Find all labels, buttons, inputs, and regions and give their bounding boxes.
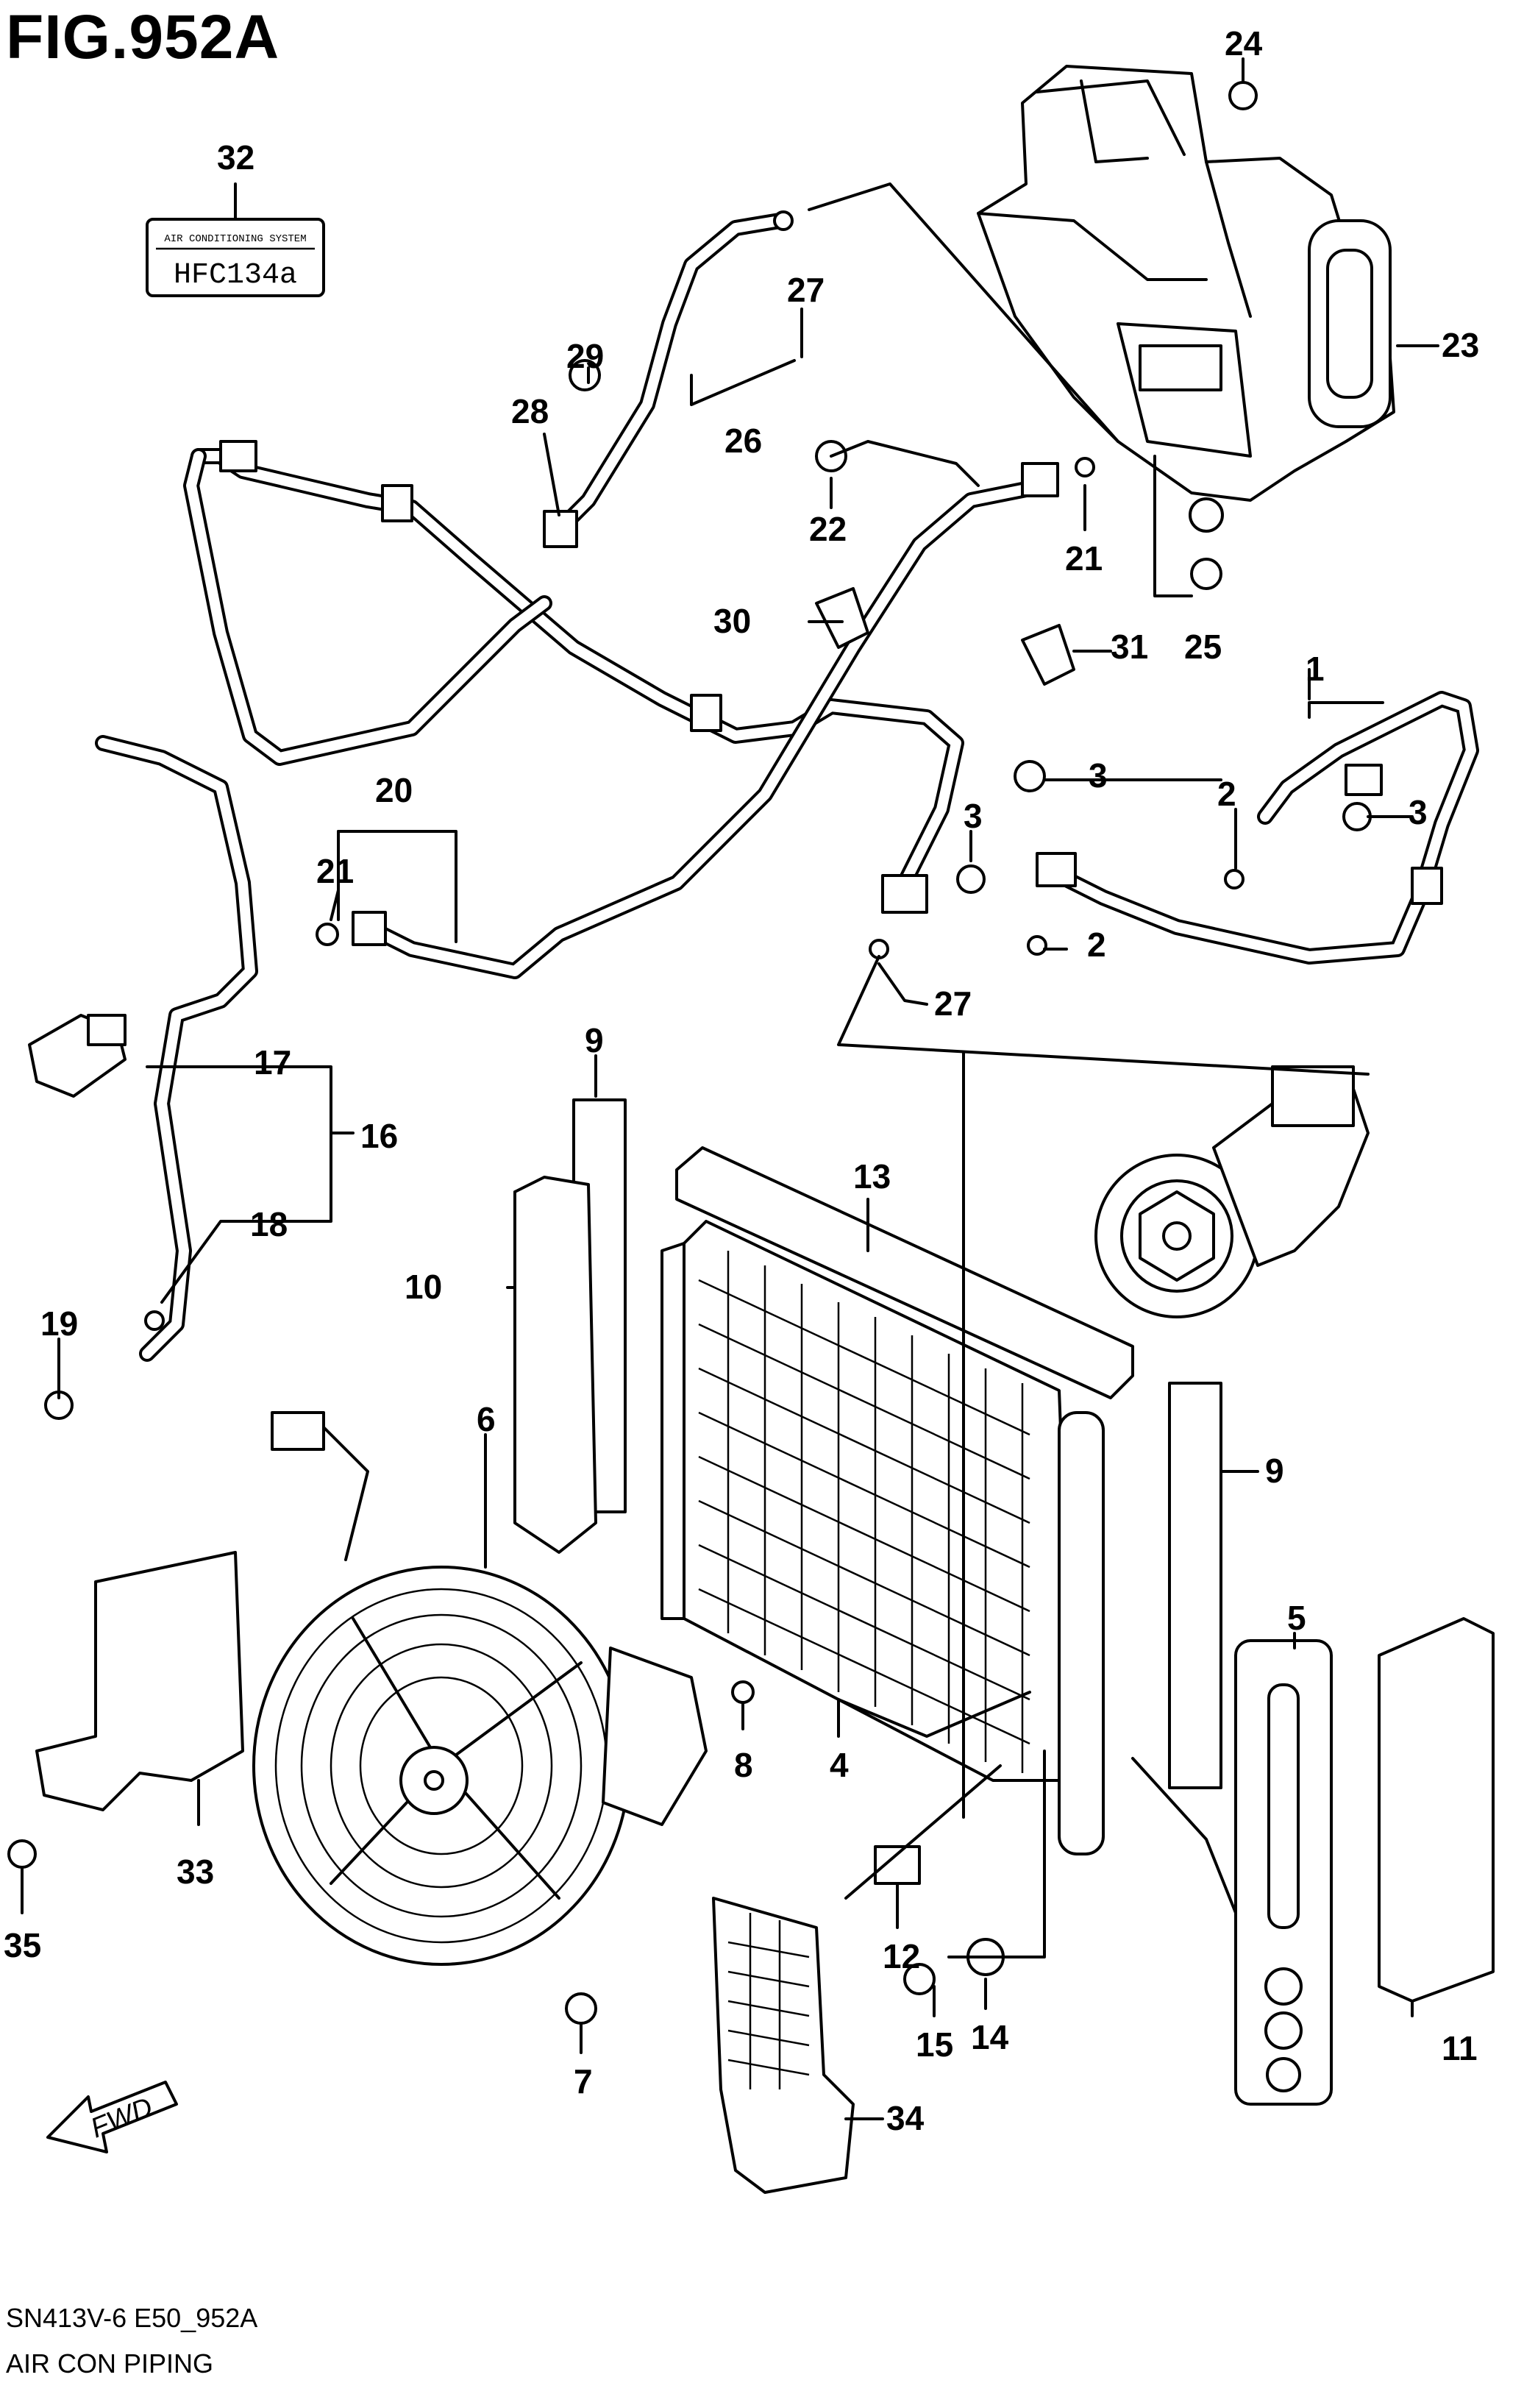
- callout-16: 16: [360, 1117, 398, 1155]
- callout-14: 14: [971, 2018, 1009, 2056]
- label-plate-header: AIR CONDITIONING SYSTEM: [164, 233, 306, 245]
- callout-9b: 9: [1265, 1452, 1284, 1490]
- callout-2b: 2: [1087, 926, 1106, 964]
- seal-strips: [513, 1098, 1495, 2003]
- callout-13: 13: [853, 1157, 891, 1196]
- callout-27b: 27: [934, 984, 972, 1023]
- callout-3b: 3: [964, 797, 983, 835]
- callout-17: 17: [254, 1043, 291, 1082]
- figure-code: SN413V-6 E50_952A: [6, 2303, 258, 2333]
- callout-10: 10: [405, 1268, 442, 1306]
- leader-lines: [21, 57, 1439, 2120]
- callout-2a: 2: [1217, 775, 1236, 813]
- condenser: [660, 1146, 1134, 1855]
- callout-23: 23: [1442, 326, 1479, 364]
- callout-8: 8: [734, 1746, 753, 1784]
- callout-20: 20: [375, 771, 413, 809]
- callout-9a: 9: [585, 1021, 604, 1059]
- callout-27a: 27: [787, 271, 825, 309]
- callout-4: 4: [830, 1746, 849, 1784]
- compressor: [1094, 1065, 1370, 1318]
- callout-21a: 21: [316, 852, 354, 890]
- condenser-fins: [698, 1251, 1030, 1773]
- callout-25: 25: [1184, 628, 1222, 666]
- callout-32: 32: [217, 138, 254, 177]
- callout-3a: 3: [1089, 756, 1108, 795]
- callout-31: 31: [1111, 628, 1148, 666]
- callout-11: 11: [1442, 2029, 1478, 2067]
- pressure-switch: [28, 1014, 127, 1098]
- callout-19: 19: [40, 1304, 78, 1343]
- callout-15: 15: [916, 2025, 953, 2064]
- callout-28: 28: [511, 392, 549, 430]
- callout-24: 24: [1225, 24, 1263, 63]
- callout-30: 30: [713, 602, 751, 640]
- callout-12: 12: [883, 1937, 920, 1975]
- callout-26: 26: [724, 422, 762, 460]
- callout-34: 34: [886, 2099, 925, 2137]
- callout-7: 7: [574, 2062, 593, 2100]
- callout-29: 29: [566, 337, 604, 375]
- pipe-assembly: [95, 213, 1479, 1362]
- fwd-arrow: FWD: [46, 2081, 178, 2153]
- callout-3c: 3: [1409, 793, 1428, 831]
- callout-18: 18: [250, 1205, 288, 1243]
- callout-1: 1: [1306, 650, 1325, 688]
- callout-22: 22: [809, 510, 847, 548]
- figure-title: FIG.952A: [6, 2, 280, 71]
- refrigerant-label-plate: AIR CONDITIONING SYSTEM HFC134a: [146, 218, 325, 297]
- callout-21b: 21: [1065, 539, 1103, 578]
- air-shields: [35, 1551, 855, 2194]
- callout-35: 35: [4, 1926, 41, 1964]
- figure-name: AIR CON PIPING: [6, 2348, 214, 2379]
- label-plate-refrigerant: HFC134a: [174, 259, 297, 292]
- callout-6: 6: [477, 1400, 496, 1438]
- callout-5: 5: [1287, 1599, 1306, 1637]
- shield-grid: [727, 1913, 810, 2089]
- callout-labels: 1 2 2 3 3 3 4 5 6 7 8 9 9 10 11 12 13 14…: [4, 24, 1479, 2137]
- hvac-unit: [977, 65, 1395, 533]
- bolts-and-fasteners: [7, 81, 1372, 2025]
- receiver-drier: [1234, 1639, 1333, 2106]
- condenser-fan: [252, 1411, 708, 1966]
- callout-33: 33: [177, 1853, 214, 1891]
